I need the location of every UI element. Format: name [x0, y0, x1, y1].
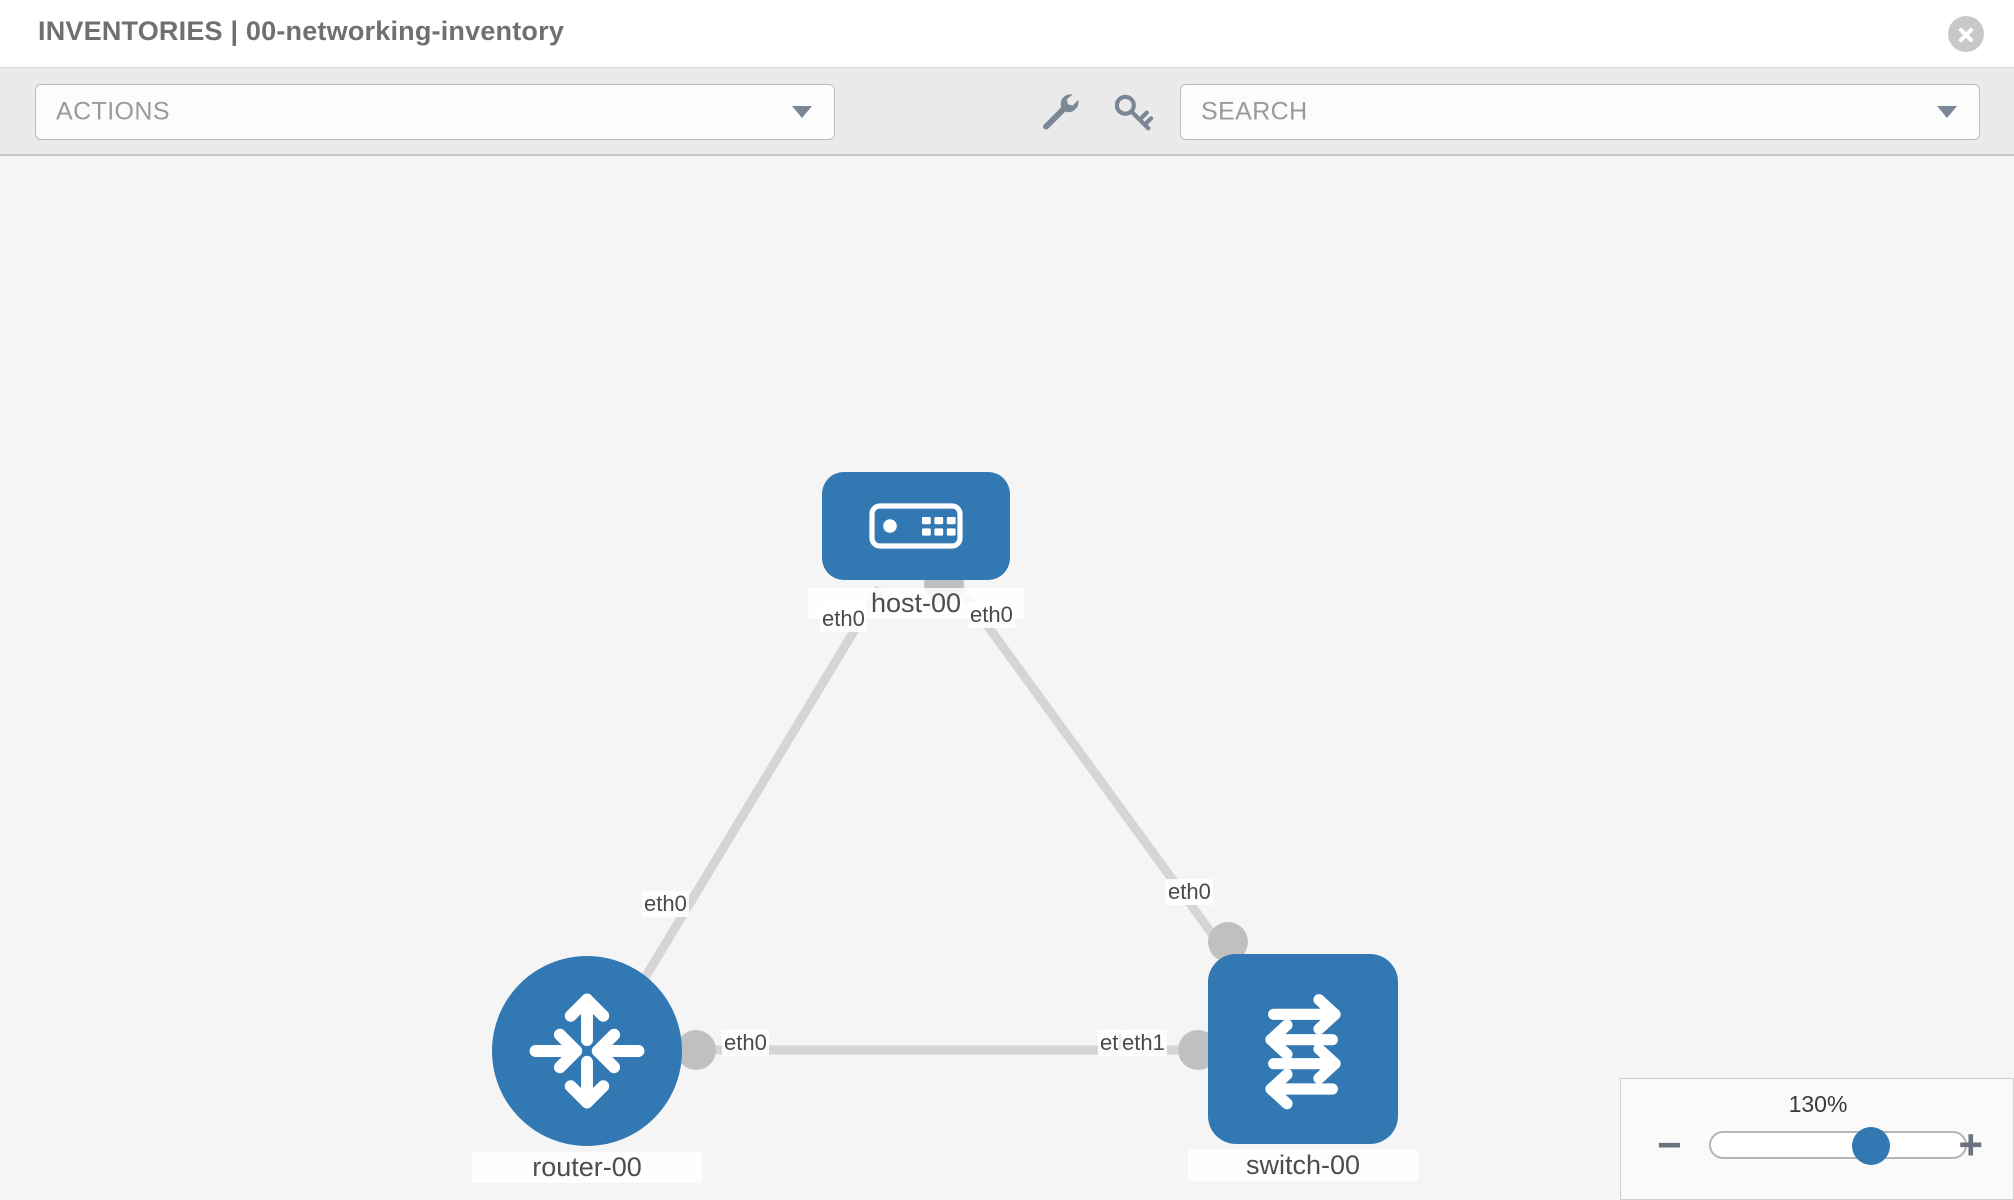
node-router-00[interactable]: router-00 [472, 956, 702, 1183]
wrench-icon[interactable] [1038, 90, 1084, 136]
chevron-down-icon [792, 106, 812, 118]
wrench-icon-svg [1043, 94, 1079, 130]
edge-label-switch-left: eth1 [1120, 1030, 1167, 1056]
edge-label-switch-upper: eth0 [1166, 879, 1213, 905]
edge-label-router-upper: eth0 [642, 891, 689, 917]
zoom-slider[interactable] [1709, 1127, 1967, 1165]
node-switch-00-shape[interactable] [1208, 954, 1398, 1144]
edge-label-host-right: eth0 [968, 602, 1015, 628]
zoom-in-button[interactable]: + [1958, 1121, 1983, 1168]
router-arrows-icon [529, 993, 645, 1109]
edge-host-switch[interactable] [956, 585, 1254, 989]
key-icon[interactable] [1110, 90, 1156, 136]
topology-edges [636, 585, 1254, 1055]
zoom-slider-thumb[interactable] [1851, 1127, 1890, 1165]
toolbar: ACTIONS SEARCH [0, 68, 2014, 156]
zoom-level-value: 130% [1788, 1091, 1848, 1117]
actions-dropdown-label: ACTIONS [56, 97, 170, 126]
topology-graph: host-00 router-00 [0, 156, 2014, 1200]
topology-canvas[interactable]: host-00 router-00 [0, 156, 2014, 1200]
chevron-down-icon [1937, 106, 1957, 118]
node-switch-00-label: switch-00 [1188, 1150, 1418, 1181]
switch-arrows-icon [1265, 994, 1341, 1110]
node-host-00-shape[interactable] [822, 472, 1010, 580]
page-header: INVENTORIES | 00-networking-inventory [0, 0, 2014, 68]
node-switch-00[interactable]: switch-00 [1188, 954, 1418, 1181]
zoom-panel: 130% − + [1620, 1078, 2014, 1200]
close-icon[interactable] [1948, 16, 1984, 52]
server-icon [869, 503, 963, 549]
key-icon-svg [1114, 94, 1154, 131]
search-input[interactable]: SEARCH [1180, 84, 1980, 140]
node-router-00-shape[interactable] [492, 956, 682, 1146]
edge-label-router-right: eth0 [722, 1030, 769, 1056]
zoom-out-button[interactable]: − [1657, 1121, 1682, 1168]
edge-label-host-left: eth0 [820, 606, 867, 632]
node-host-00[interactable]: host-00 [808, 472, 1024, 619]
page-title: INVENTORIES | 00-networking-inventory [38, 16, 565, 46]
node-router-00-label: router-00 [472, 1152, 702, 1183]
actions-dropdown[interactable]: ACTIONS [35, 84, 835, 140]
endpoint-router-right[interactable] [676, 1030, 716, 1070]
search-placeholder: SEARCH [1201, 97, 1308, 126]
edge-host-router[interactable] [636, 585, 884, 989]
